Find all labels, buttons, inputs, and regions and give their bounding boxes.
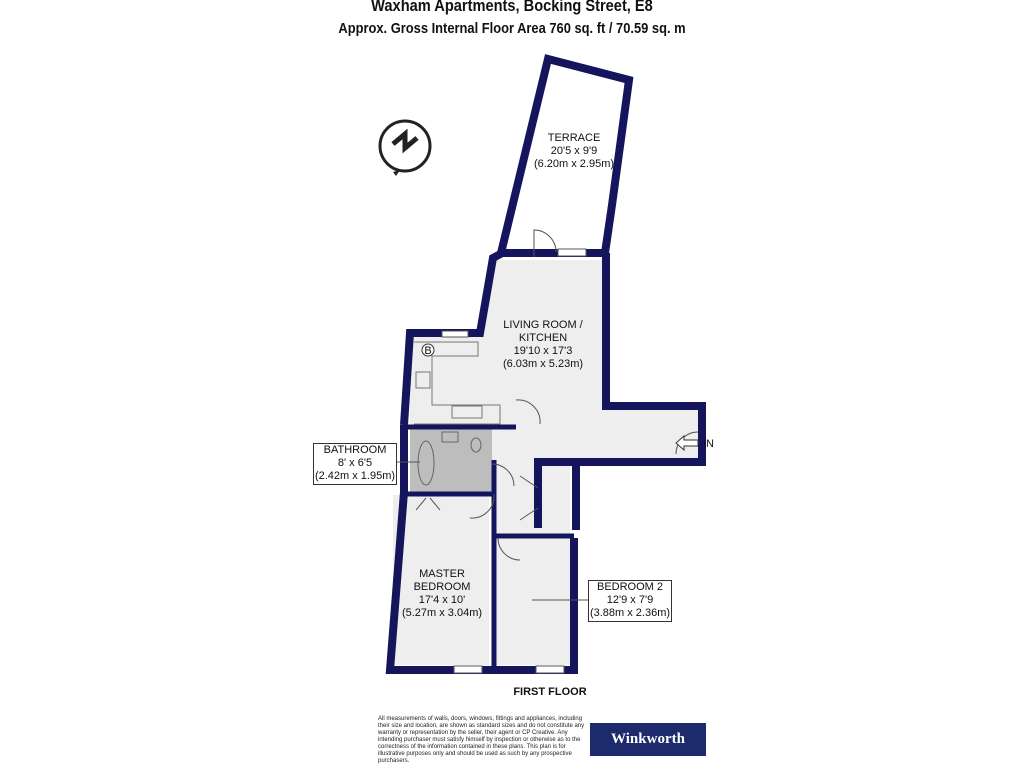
bedroom-2-callout: BEDROOM 2 12'9 x 7'9 (3.88m x 2.36m) <box>588 580 672 622</box>
inner-hall-floor <box>495 458 570 538</box>
floor-area-subtitle: Approx. Gross Internal Floor Area 760 sq… <box>338 20 686 37</box>
toilet-icon <box>470 437 482 453</box>
bathroom-floor <box>410 428 492 494</box>
master-bedroom-floor <box>393 495 489 665</box>
bathroom-name: BATHROOM <box>323 444 387 456</box>
terrace-imperial: 20'5 x 9'9 <box>551 145 597 157</box>
bathroom-imperial: 8' x 6'5 <box>337 457 373 469</box>
floor-label: FIRST FLOOR <box>513 686 587 698</box>
hob-icon <box>415 371 431 389</box>
master-imperial: 17'4 x 10' <box>419 594 465 606</box>
master-metric: (5.27m x 3.04m) <box>402 607 482 619</box>
walls <box>385 248 706 674</box>
basin-icon <box>441 431 459 443</box>
interior-walls <box>404 424 574 670</box>
sink-icon <box>451 405 483 419</box>
living-name-line2: KITCHEN <box>519 332 567 344</box>
door-swings <box>415 229 699 561</box>
master-name-line2: BEDROOM <box>414 581 471 593</box>
plan-title: Waxham Apartments, Bocking Street, E8 <box>371 0 653 15</box>
compass-icon <box>378 119 432 176</box>
bedroom-2-name: BEDROOM 2 <box>596 581 663 593</box>
bedroom-2-imperial: 12'9 x 7'9 <box>606 594 654 606</box>
entrance-label: IN <box>703 438 714 450</box>
bathroom-metric: (2.42m x 1.95m) <box>314 470 396 482</box>
terrace-floor <box>495 54 634 257</box>
bedroom-2-floor <box>495 537 570 665</box>
boiler-icon <box>421 343 435 357</box>
boiler-label: B <box>424 345 431 357</box>
living-metric: (6.03m x 5.23m) <box>503 358 583 370</box>
master-name-line1: MASTER <box>419 568 465 580</box>
living-name-line1: LIVING ROOM / <box>503 319 583 331</box>
brand-logo: Winkworth <box>590 723 706 756</box>
living-imperial: 19'10 x 17'3 <box>514 345 573 357</box>
bedroom-2-metric: (3.88m x 2.36m) <box>589 607 671 619</box>
terrace-metric: (6.20m x 2.95m) <box>534 158 614 170</box>
bathroom-callout: BATHROOM 8' x 6'5 (2.42m x 1.95m) <box>313 443 397 485</box>
entrance-arrow-icon <box>675 434 699 452</box>
disclaimer-text: All measurements of walls, doors, window… <box>378 716 585 764</box>
terrace-name: TERRACE <box>548 132 601 144</box>
bathtub-icon <box>417 440 435 486</box>
kitchen-counter <box>414 341 501 425</box>
windows <box>441 248 587 674</box>
